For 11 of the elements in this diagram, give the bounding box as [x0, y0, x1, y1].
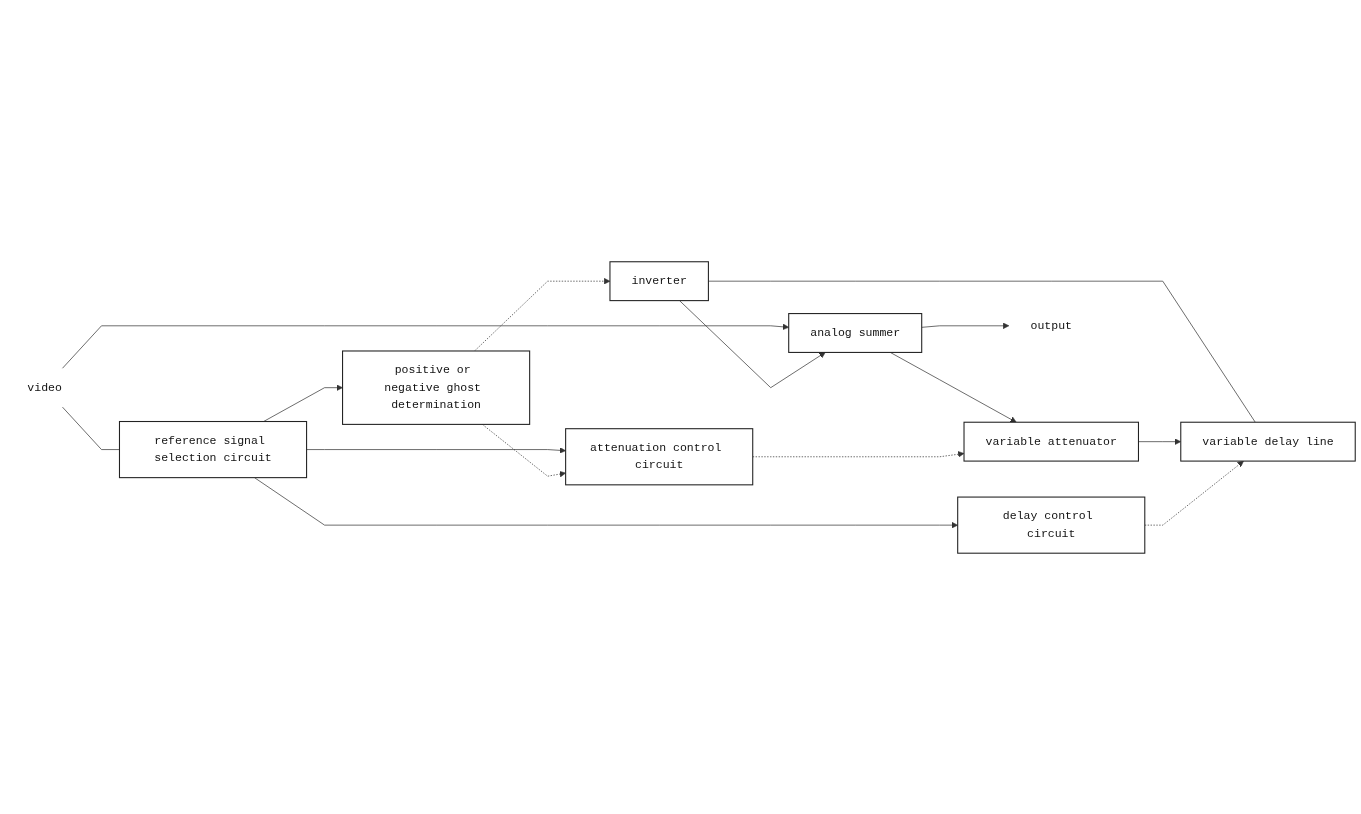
connector [62, 406, 120, 450]
node-text: output [1030, 318, 1072, 332]
node-box: variable attenuator [963, 421, 1139, 462]
node-box: analog summer [788, 312, 923, 353]
node-box: variable delay line [1180, 421, 1356, 462]
node-text: video [27, 380, 62, 394]
node-box: inverter [609, 260, 709, 301]
node-box: delay control circuit [957, 496, 1146, 554]
node-box: positive or negative ghost determination [342, 349, 531, 425]
node-box: reference signal selection circuit [118, 420, 308, 478]
node-box: attenuation control circuit [565, 427, 754, 485]
